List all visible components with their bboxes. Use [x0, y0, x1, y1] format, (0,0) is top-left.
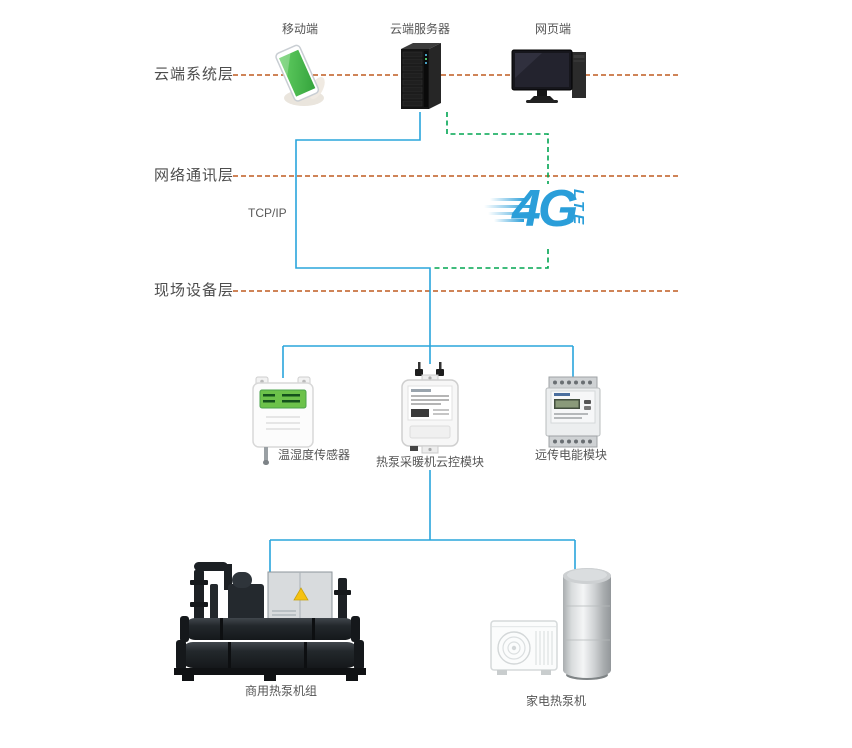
sensor-label: 温湿度传感器	[277, 448, 350, 462]
layer-label-network: 网络通讯层	[154, 167, 235, 184]
4g-logo-text: 4G	[512, 180, 578, 238]
desktop-monitor-icon	[510, 46, 594, 108]
commercial-heat-pump-label: 商用热泵机组	[244, 684, 317, 698]
server-label: 云端服务器	[389, 22, 450, 36]
temperature-humidity-sensor-icon	[252, 376, 314, 466]
web-label: 网页端	[534, 22, 571, 36]
energy-meter-module-icon	[544, 376, 602, 448]
cloud-control-module-icon	[398, 362, 462, 462]
layer-label-field: 现场设备层	[154, 282, 235, 299]
layer-label-cloud: 云端系统层	[154, 66, 235, 83]
domestic-heat-pump-label: 家电热泵机	[525, 694, 586, 708]
meter-label: 远传电能模块	[534, 448, 607, 462]
lte-logo-text: LTE	[570, 189, 587, 229]
4g-lte-logo: 4G LTE	[484, 180, 606, 246]
wireless-link-line	[433, 112, 549, 269]
cloud-server-icon	[391, 40, 449, 114]
domestic-heat-pump-tank-icon	[561, 562, 613, 682]
protocol-label: TCP/IP	[248, 206, 287, 220]
controller-label: 热泵采暖机云控模块	[375, 455, 484, 469]
mobile-label: 移动端	[281, 22, 318, 36]
commercial-heat-pump-icon	[172, 544, 368, 682]
mobile-phone-icon	[266, 42, 330, 108]
domestic-heat-pump-outdoor-unit-icon	[490, 617, 558, 677]
wired-link-lines	[269, 112, 576, 572]
